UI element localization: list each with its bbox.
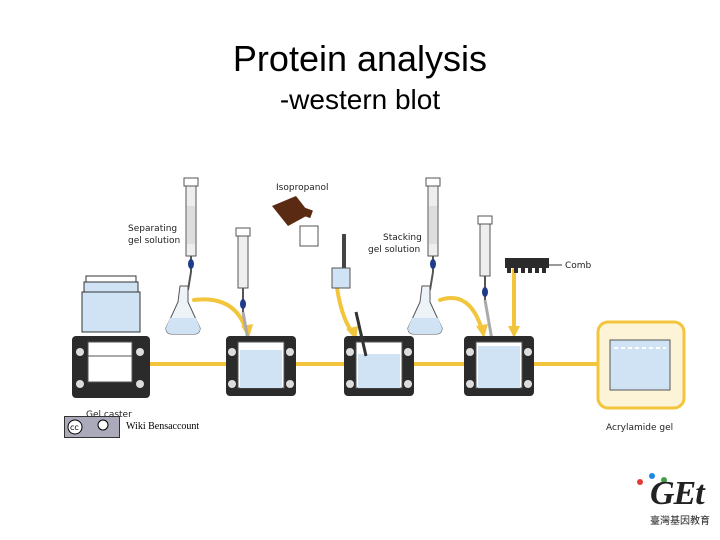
pipette-2 xyxy=(235,227,251,341)
acrylamide-gel xyxy=(596,320,686,410)
casting-frame-3 xyxy=(464,336,534,396)
separating-label-line-2: gel solution xyxy=(128,236,180,246)
svg-text:cc: cc xyxy=(70,423,79,432)
page-subtitle: -western blot xyxy=(279,84,441,115)
pipette-3 xyxy=(425,177,441,291)
cc-license-badge: cc xyxy=(64,416,120,438)
isopropanol-label: Isopropanol xyxy=(276,183,329,193)
gel-caster xyxy=(72,275,150,398)
gel-caster-label: Gel caster xyxy=(86,410,132,420)
image-credit: Wiki Bensaccount xyxy=(126,421,200,432)
casting-frame-2 xyxy=(344,311,414,396)
separating-label-line-1: Separating xyxy=(128,224,177,234)
page-title: Protein analysis xyxy=(232,38,488,79)
flask-2 xyxy=(407,285,443,335)
stacking-label-line-2: gel solution xyxy=(368,245,420,255)
stacking-label-line-1: Stacking xyxy=(383,233,422,243)
logo-subtext: 臺灣基因教育 xyxy=(650,516,710,527)
isopropanol-bottle xyxy=(272,196,351,289)
logo-wordmark: GEt xyxy=(650,475,705,512)
stacking-arrow xyxy=(438,296,484,332)
acrylamide-gel-label: Acrylamide gel xyxy=(606,423,673,433)
comb xyxy=(505,258,562,273)
pipette-1 xyxy=(183,177,199,291)
flask-1 xyxy=(165,285,201,335)
get-logo-icon xyxy=(637,473,667,485)
pipette-4 xyxy=(477,215,494,341)
casting-frame-1 xyxy=(226,336,296,396)
separating-arrow xyxy=(192,297,248,332)
comb-label: Comb xyxy=(565,261,592,271)
